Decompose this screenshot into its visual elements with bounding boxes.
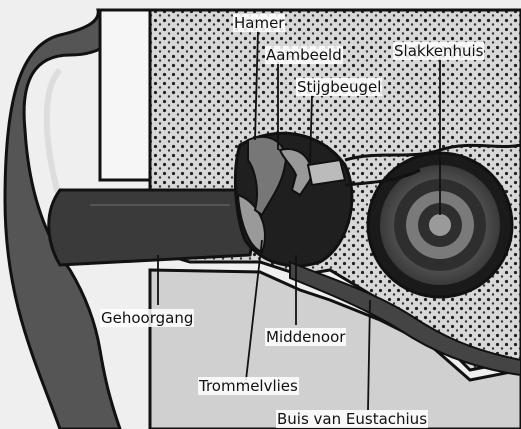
label-middenoor: Middenoor [265, 328, 346, 346]
ear-canal [49, 190, 252, 265]
stapes [308, 160, 345, 185]
label-buis-van-eustachius: Buis van Eustachius [276, 410, 428, 428]
label-hamer: Hamer [233, 14, 285, 32]
label-trommelvlies: Trommelvlies [198, 377, 299, 395]
label-aambeeld: Aambeeld [265, 46, 343, 64]
label-stijgbeugel: Stijgbeugel [296, 78, 382, 96]
label-gehoorgang: Gehoorgang [100, 309, 194, 327]
label-slakkenhuis: Slakkenhuis [393, 42, 484, 60]
